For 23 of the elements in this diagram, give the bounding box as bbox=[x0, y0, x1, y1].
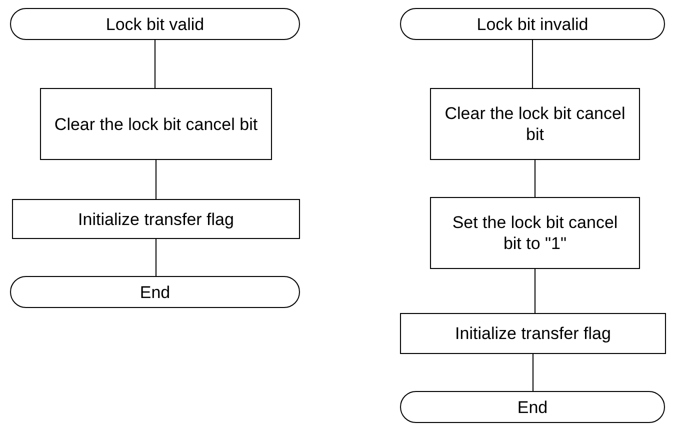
connector-line bbox=[532, 40, 533, 88]
node-label: Lock bit valid bbox=[106, 14, 204, 34]
connector-line bbox=[154, 40, 156, 88]
node-label: Initialize transfer flag bbox=[455, 323, 611, 344]
node-label: End bbox=[140, 282, 170, 302]
terminal-shape bbox=[10, 8, 300, 40]
process-box bbox=[430, 88, 640, 160]
terminal-shape bbox=[400, 8, 665, 40]
process-box bbox=[40, 88, 272, 160]
terminal-shape bbox=[10, 276, 300, 308]
connector-line bbox=[534, 160, 536, 198]
process-box bbox=[430, 197, 640, 269]
node-label: Set the lock bit cancel bit to "1" bbox=[451, 212, 619, 254]
node-label: Lock bit invalid bbox=[476, 14, 588, 34]
terminal-shape bbox=[400, 391, 665, 423]
process-box bbox=[400, 313, 666, 354]
node-label: Clear the lock bit cancel bit bbox=[444, 103, 626, 145]
connector-line bbox=[534, 268, 536, 314]
process-box bbox=[12, 199, 300, 239]
node-label: End bbox=[517, 396, 548, 418]
connector-line bbox=[532, 354, 534, 392]
node-label: Clear the lock bit cancel bit bbox=[54, 114, 258, 134]
node-label: Initialize transfer flag bbox=[78, 208, 234, 230]
